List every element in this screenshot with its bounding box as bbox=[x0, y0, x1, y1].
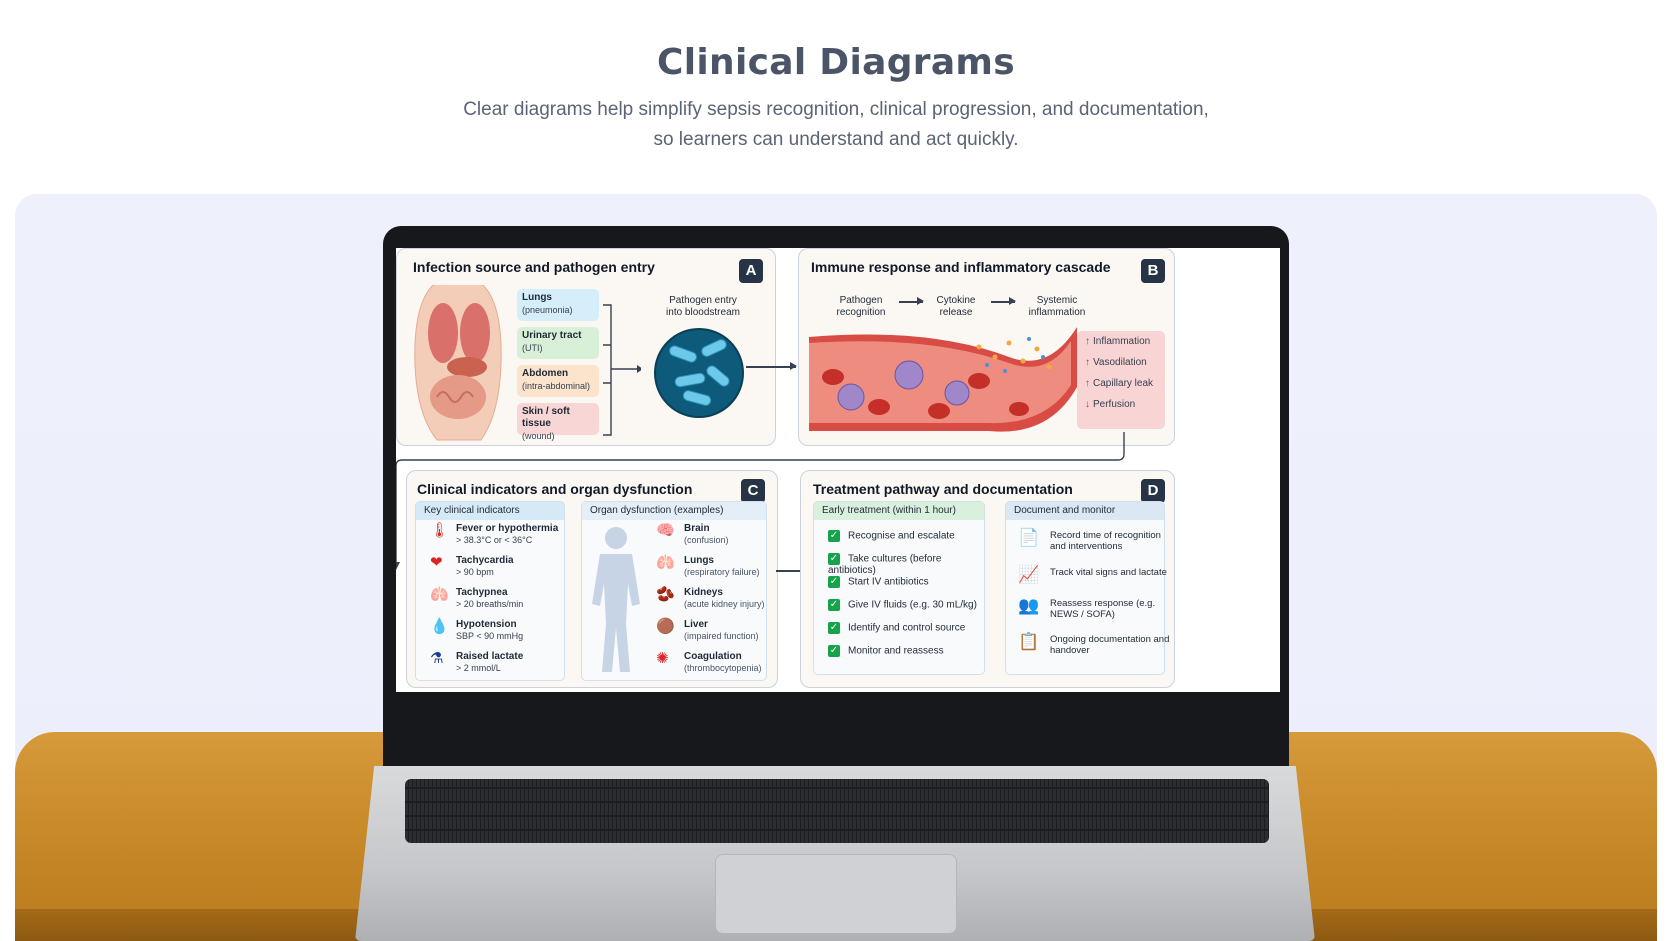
treatment-step: ✓Identify and control source bbox=[828, 622, 966, 634]
check-icon: ✓ bbox=[828, 576, 840, 588]
early-treatment-header: Early treatment (within 1 hour) bbox=[814, 502, 984, 520]
treatment-step: ✓Give IV fluids (e.g. 30 mL/kg) bbox=[828, 599, 977, 611]
step-cytokine-release: Cytokine release bbox=[936, 295, 976, 318]
effect-vasodilation: ↑Vasodilation bbox=[1085, 357, 1147, 368]
key-indicators-header: Key clinical indicators bbox=[416, 502, 564, 520]
lungs-icon: 🫁 bbox=[656, 554, 675, 571]
treatment-step: ✓Monitor and reassess bbox=[828, 645, 944, 657]
treatment-step: ✓Take cultures (before antibiotics) bbox=[828, 553, 942, 576]
subtitle-line-2: so learners can understand and act quick… bbox=[653, 129, 1019, 150]
check-icon: ✓ bbox=[828, 645, 840, 657]
panel-c-badge: C bbox=[741, 479, 765, 503]
effect-perfusion: ↓Perfusion bbox=[1085, 399, 1136, 410]
treatment-step: ✓Recognise and escalate bbox=[828, 530, 955, 542]
check-icon: ✓ bbox=[828, 553, 840, 565]
team-icon: 👥 bbox=[1018, 596, 1040, 615]
kidneys-icon: 🫘 bbox=[656, 586, 675, 603]
check-icon: ✓ bbox=[828, 530, 840, 542]
flask-icon: ⚗ bbox=[430, 650, 444, 667]
arrow-a-to-b bbox=[746, 363, 797, 369]
source-chip-skin: Skin / soft tissue (wound) bbox=[517, 403, 599, 441]
source-chip-urinary: Urinary tract (UTI) bbox=[517, 327, 599, 359]
checklist-icon: 📋 bbox=[1018, 632, 1040, 651]
check-icon: ✓ bbox=[828, 599, 840, 611]
panel-a-title: Infection source and pathogen entry bbox=[413, 259, 655, 275]
blood-vessel-illustration bbox=[809, 327, 1077, 432]
inflammation-effects-list: ↑Inflammation ↑Vasodilation ↑Capillary l… bbox=[1077, 331, 1165, 429]
effect-inflammation: ↑Inflammation bbox=[1085, 336, 1151, 347]
page-subtitle: Clear diagrams help simplify sepsis reco… bbox=[386, 95, 1286, 155]
panel-immune-response: Immune response and inflammatory cascade… bbox=[798, 248, 1175, 446]
panel-a-badge: A bbox=[739, 259, 763, 283]
lungs-icon: 🫁 bbox=[430, 586, 449, 603]
connector-b-to-c bbox=[396, 432, 1125, 570]
brain-icon: 🧠 bbox=[656, 522, 675, 539]
laptop-keyboard bbox=[405, 779, 1269, 843]
document-monitor-header: Document and monitor bbox=[1006, 502, 1164, 520]
pathogen-entry-label: Pathogen entry into bloodstream bbox=[666, 295, 740, 318]
trend-chart-icon: 📈 bbox=[1018, 565, 1040, 584]
panel-b-badge: B bbox=[1141, 259, 1165, 283]
document-icon: 📄 bbox=[1018, 528, 1040, 547]
blood-drop-icon: 💧 bbox=[430, 618, 449, 635]
key-indicators-box: Key clinical indicators bbox=[415, 501, 565, 681]
liver-icon: 🟤 bbox=[656, 618, 675, 635]
panel-b-title: Immune response and inflammatory cascade bbox=[811, 259, 1111, 275]
panel-infection-source: Infection source and pathogen entry A Lu… bbox=[396, 248, 776, 446]
early-treatment-box: Early treatment (within 1 hour) bbox=[813, 501, 985, 675]
source-bracket bbox=[603, 304, 641, 436]
arrow-step-1-2 bbox=[899, 298, 924, 304]
arrow-step-2-3 bbox=[991, 298, 1016, 304]
organ-dysfunction-header: Organ dysfunction (examples) bbox=[582, 502, 766, 520]
step-pathogen-recognition: Pathogen recognition bbox=[836, 295, 886, 318]
check-icon: ✓ bbox=[828, 622, 840, 634]
body-silhouette-illustration bbox=[592, 527, 640, 672]
panel-d-title: Treatment pathway and documentation bbox=[813, 481, 1073, 497]
treatment-step: ✓Start IV antibiotics bbox=[828, 576, 929, 588]
panel-treatment: Treatment pathway and documentation D Ea… bbox=[800, 470, 1175, 688]
panel-c-title: Clinical indicators and organ dysfunctio… bbox=[417, 481, 693, 497]
source-chip-abdomen: Abdomen (intra-abdominal) bbox=[517, 365, 599, 397]
effect-capillary-leak: ↑Capillary leak bbox=[1085, 378, 1154, 389]
heart-rate-icon: ❤ bbox=[430, 554, 443, 571]
laptop-screen: Infection source and pathogen entry A Lu… bbox=[396, 248, 1280, 692]
document-monitor-box: Document and monitor bbox=[1005, 501, 1165, 675]
source-chip-lungs: Lungs (pneumonia) bbox=[517, 289, 599, 321]
torso-organs-illustration bbox=[414, 285, 502, 441]
bacteria-illustration bbox=[654, 328, 744, 418]
panel-d-badge: D bbox=[1141, 479, 1165, 503]
laptop-trackpad bbox=[715, 854, 957, 934]
coagulation-icon: ✺ bbox=[656, 650, 669, 667]
subtitle-line-1: Clear diagrams help simplify sepsis reco… bbox=[463, 99, 1209, 120]
step-systemic-inflammation: Systemic inflammation bbox=[1028, 295, 1086, 318]
thermometer-icon: 🌡 bbox=[430, 522, 450, 539]
page-title: Clinical Diagrams bbox=[657, 42, 1015, 83]
